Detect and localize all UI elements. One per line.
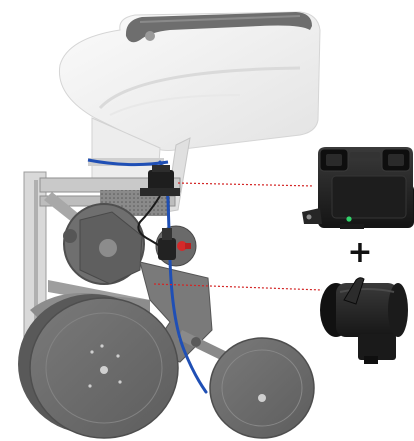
control-module-face <box>331 175 407 219</box>
leader-line-module <box>177 182 315 187</box>
closing-wheel-rim <box>221 349 303 427</box>
gauge-wheel-bolt-4 <box>88 384 92 388</box>
control-module <box>302 147 414 229</box>
installed-sensor-kit <box>137 165 191 260</box>
mounting-foot <box>340 224 364 229</box>
valve-outlet-step <box>364 356 378 364</box>
gauge-wheel-bolt-1 <box>90 350 94 354</box>
hopper-neck-band <box>88 158 164 166</box>
closing-wheel <box>209 337 315 439</box>
hopper-crease-lower <box>109 94 241 116</box>
leader-line-valve <box>153 283 323 291</box>
hopper-lid-knob <box>145 31 155 41</box>
gauge-arm-pivot <box>191 337 201 347</box>
seed-shutoff-valve <box>320 277 408 364</box>
valve-outlet-block <box>358 334 396 360</box>
plus-sign: + <box>347 235 373 270</box>
installed-module-top <box>152 165 170 172</box>
seed-meter-hub <box>99 239 117 257</box>
valve-red-knob-cap <box>185 243 191 249</box>
hopper-lid-handle <box>125 12 312 43</box>
valve-red-knob <box>177 241 187 251</box>
hopper-lid-highlight <box>139 15 301 23</box>
control-module-top-ridge <box>350 152 380 158</box>
gauge-wheel-bolt-2 <box>116 354 120 358</box>
frame-left-inner <box>34 180 38 330</box>
sensor-cable <box>137 195 161 247</box>
installed-valve-body <box>158 238 176 260</box>
status-led-icon <box>346 216 352 222</box>
gauge-wheel-bolt-3 <box>118 380 122 384</box>
hopper-crease <box>98 66 301 110</box>
mounting-tab <box>302 208 322 224</box>
mounting-screw <box>306 214 312 220</box>
installed-valve-stem <box>162 228 172 240</box>
gauge-wheel-bolt-5 <box>100 344 104 348</box>
gauge-wheel-hub <box>100 366 108 374</box>
installed-module-bracket <box>140 188 180 196</box>
connector-port-right-pins <box>388 154 404 166</box>
wheels <box>18 294 315 439</box>
connector-port-left-pins <box>326 154 342 166</box>
valve-barrel-highlight <box>339 288 395 293</box>
valve-lever <box>343 277 365 305</box>
seed-meter-bolt <box>63 229 77 243</box>
closing-wheel-hub <box>258 394 266 402</box>
valve-barrel-end <box>388 283 408 337</box>
gauge-wheel-rim <box>45 312 163 424</box>
